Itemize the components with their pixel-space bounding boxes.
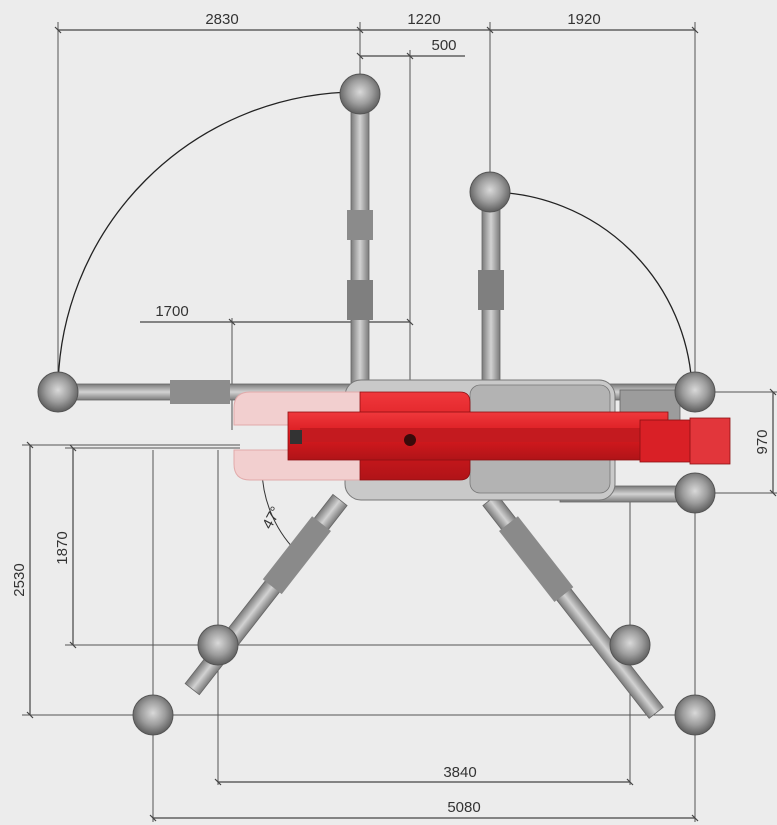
dim-2530: 2530 — [11, 563, 28, 596]
pad-top-right — [469, 171, 511, 213]
pad-right-upper — [674, 371, 716, 413]
dim-1220: 1220 — [407, 11, 440, 28]
pad-left — [37, 371, 79, 413]
lower-right-arm — [482, 493, 664, 719]
boom-pivot — [404, 434, 416, 446]
pad-lower-left-outer — [132, 694, 174, 736]
top-left-arm — [350, 95, 370, 387]
dim-3840: 3840 — [443, 764, 476, 781]
dimension-lines — [26, 26, 777, 822]
dim-1700: 1700 — [155, 303, 188, 320]
left-swing-arc — [57, 91, 359, 393]
dim-1870: 1870 — [54, 531, 71, 564]
dim-970: 970 — [754, 429, 771, 454]
pad-top-left — [339, 73, 381, 115]
boom — [287, 391, 731, 481]
pad-lower-right-outer — [674, 694, 716, 736]
dim-2830: 2830 — [205, 11, 238, 28]
pad-right-lower — [674, 472, 716, 514]
dim-5080: 5080 — [447, 799, 480, 816]
right-swing-arc — [489, 191, 693, 389]
dim-500: 500 — [431, 37, 456, 54]
outrigger-pads — [37, 73, 716, 736]
angle-label: 47° — [259, 504, 285, 532]
pad-lower-left-inner — [197, 624, 239, 666]
dim-1920: 1920 — [567, 11, 600, 28]
dimension-labels: 2830 1220 500 1920 1700 970 2530 1870 38… — [11, 11, 771, 816]
pad-lower-right-inner — [609, 624, 651, 666]
